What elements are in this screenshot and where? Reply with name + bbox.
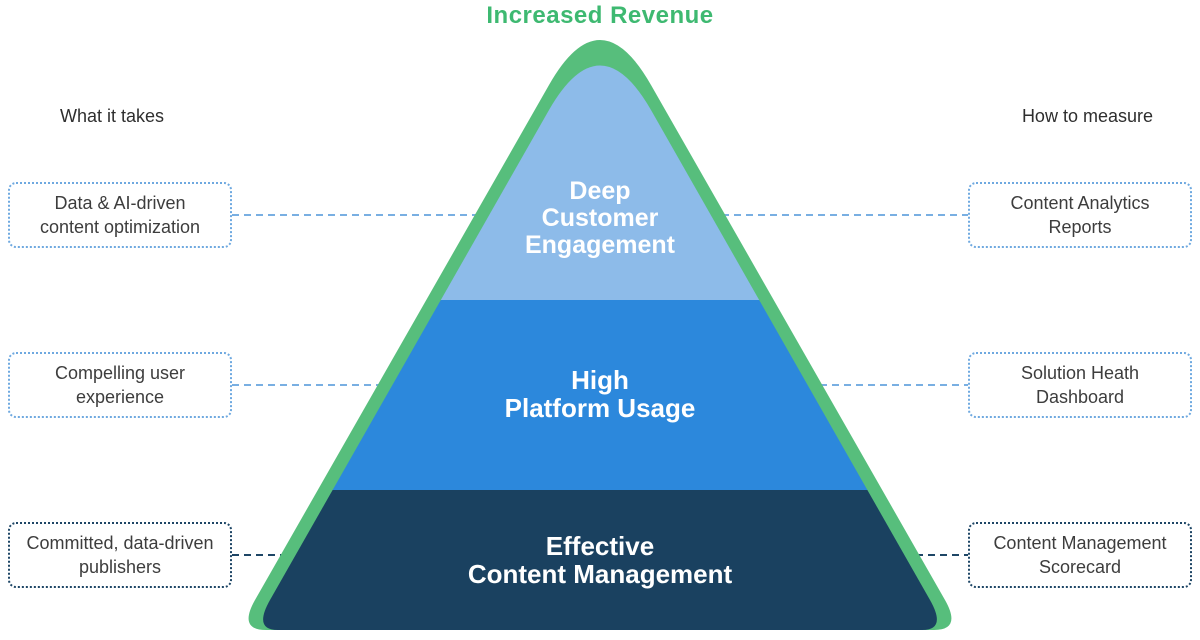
- info-box-line: Compelling user: [54, 363, 186, 383]
- info-box-line: experience: [75, 387, 165, 407]
- column-label-what-it-takes: What it takes: [60, 106, 165, 126]
- info-box-line: Data & AI-driven: [54, 193, 186, 213]
- tier-label-line: Platform Usage: [504, 393, 696, 423]
- info-box-line: Dashboard: [1035, 387, 1125, 407]
- info-box-line: Reports: [1048, 217, 1112, 237]
- info-box-line: Solution Heath: [1020, 363, 1140, 383]
- info-box-data-ai-driven: Data & AI-driven content optimization: [8, 182, 232, 248]
- info-box-line: Committed, data-driven: [26, 533, 214, 553]
- connector-lines: [232, 214, 968, 556]
- info-box-content-management-scorecard: Content Management Scorecard: [968, 522, 1192, 588]
- tier-label-line: High: [571, 365, 629, 395]
- info-box-solution-heath-dashboard: Solution Heath Dashboard: [968, 352, 1192, 418]
- info-box-line: Content Management: [993, 533, 1167, 553]
- tier-bottom-fill: [263, 490, 937, 630]
- tier-label-effective-content-management: Effective Content Management: [0, 532, 1200, 588]
- tier-label-line: Content Management: [467, 559, 733, 589]
- page-title: Increased Revenue: [486, 2, 714, 29]
- tier-label-line: Engagement: [524, 231, 676, 259]
- info-box-line: content optimization: [39, 217, 201, 237]
- tier-label-line: Customer: [541, 204, 659, 232]
- tier-label-high-platform-usage: High Platform Usage: [0, 366, 1200, 422]
- info-box-line: publishers: [78, 557, 162, 577]
- info-box-line: Scorecard: [1038, 557, 1122, 577]
- info-box-committed-publishers: Committed, data-driven publishers: [8, 522, 232, 588]
- tier-label-line: Effective: [545, 531, 655, 561]
- tier-label-deep-customer-engagement: Deep Customer Engagement: [0, 178, 1200, 259]
- column-label-how-to-measure: How to measure: [1021, 106, 1153, 126]
- tier-label-line: Deep: [569, 177, 631, 205]
- info-box-line: Content Analytics: [1010, 193, 1150, 213]
- info-box-content-analytics-reports: Content Analytics Reports: [968, 182, 1192, 248]
- info-box-compelling-ux: Compelling user experience: [8, 352, 232, 418]
